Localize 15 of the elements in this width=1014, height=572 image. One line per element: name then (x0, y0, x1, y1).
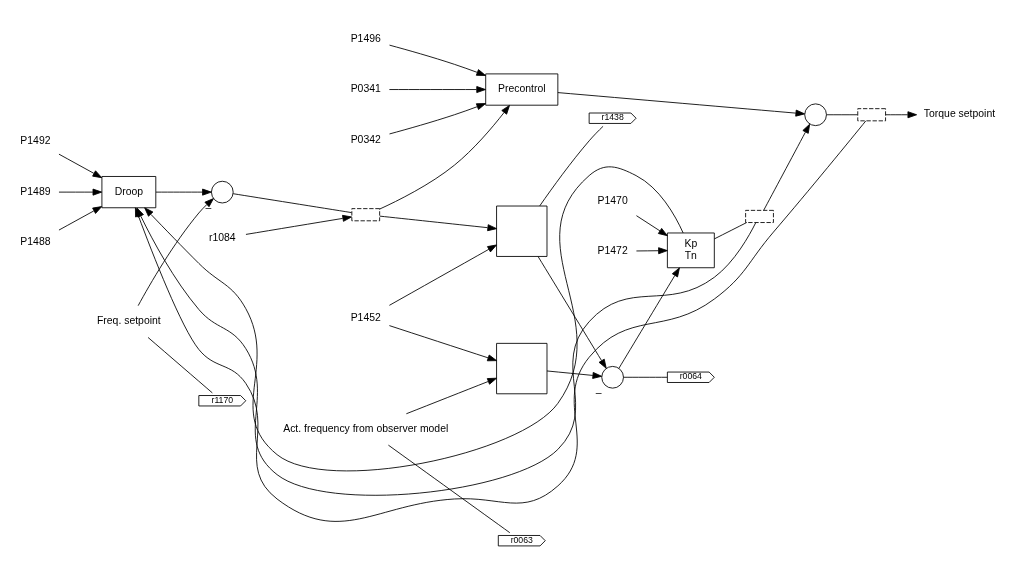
node-text: P0342 (350, 133, 381, 145)
node-text: P0341 (350, 83, 381, 95)
node-text: P1472 (597, 244, 628, 256)
node-text: Freq. setpoint (97, 315, 161, 327)
node-text: P1492 (20, 135, 51, 147)
node-text: P1452 (350, 311, 381, 323)
node-text: P1489 (20, 185, 51, 197)
node-label: – (595, 387, 602, 399)
node-label: – (205, 202, 212, 214)
node-text: Torque setpoint (923, 108, 996, 120)
node-text: P1488 (20, 236, 51, 248)
node-text: P1470 (597, 194, 628, 206)
node-text: Act. frequency from observer model (283, 423, 449, 435)
node-text: r1084 (208, 231, 236, 243)
node-text: P1496 (350, 32, 381, 44)
